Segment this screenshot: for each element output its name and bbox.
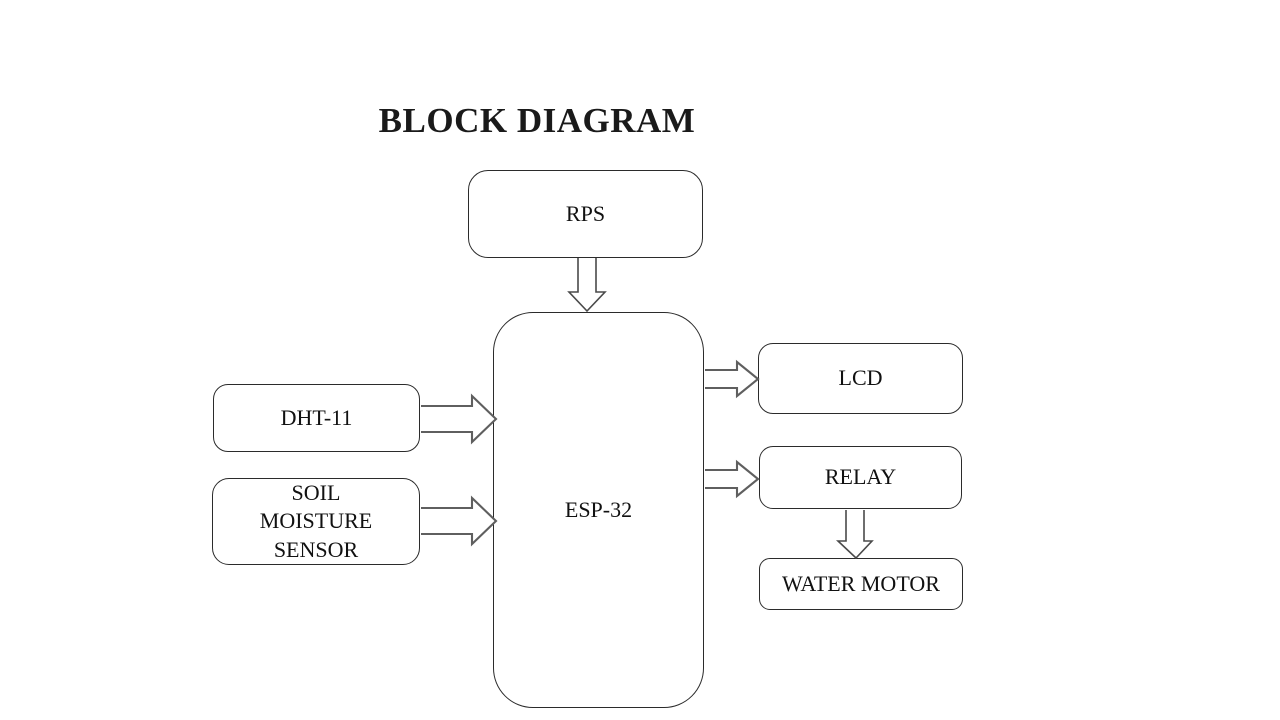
node-esp32: ESP-32	[493, 312, 704, 708]
node-rps: RPS	[468, 170, 703, 258]
page-title: BLOCK DIAGRAM	[378, 101, 696, 140]
arrow-dht11-to-esp32-icon	[421, 393, 498, 445]
node-relay-label: RELAY	[824, 464, 897, 490]
arrow-rps-to-esp32-icon	[567, 258, 607, 313]
node-dht11: DHT-11	[213, 384, 420, 452]
node-relay: RELAY	[759, 446, 962, 509]
arrow-esp32-to-lcd-icon	[705, 359, 760, 399]
arrow-esp32-to-relay-icon	[705, 459, 760, 499]
node-esp32-label: ESP-32	[564, 496, 633, 522]
node-dht11-label: DHT-11	[280, 404, 353, 430]
arrow-relay-to-water-motor-icon	[835, 510, 874, 560]
node-rps-label: RPS	[565, 200, 606, 226]
node-lcd-label: LCD	[838, 365, 883, 391]
node-lcd: LCD	[758, 343, 963, 414]
arrow-soil-to-esp32-icon	[421, 495, 498, 547]
node-soil-moisture-sensor-label: SOIL MOISTURE SENSOR	[259, 479, 373, 562]
node-water-motor: WATER MOTOR	[759, 558, 963, 610]
node-water-motor-label: WATER MOTOR	[782, 570, 940, 596]
node-soil-moisture-sensor: SOIL MOISTURE SENSOR	[212, 478, 420, 565]
